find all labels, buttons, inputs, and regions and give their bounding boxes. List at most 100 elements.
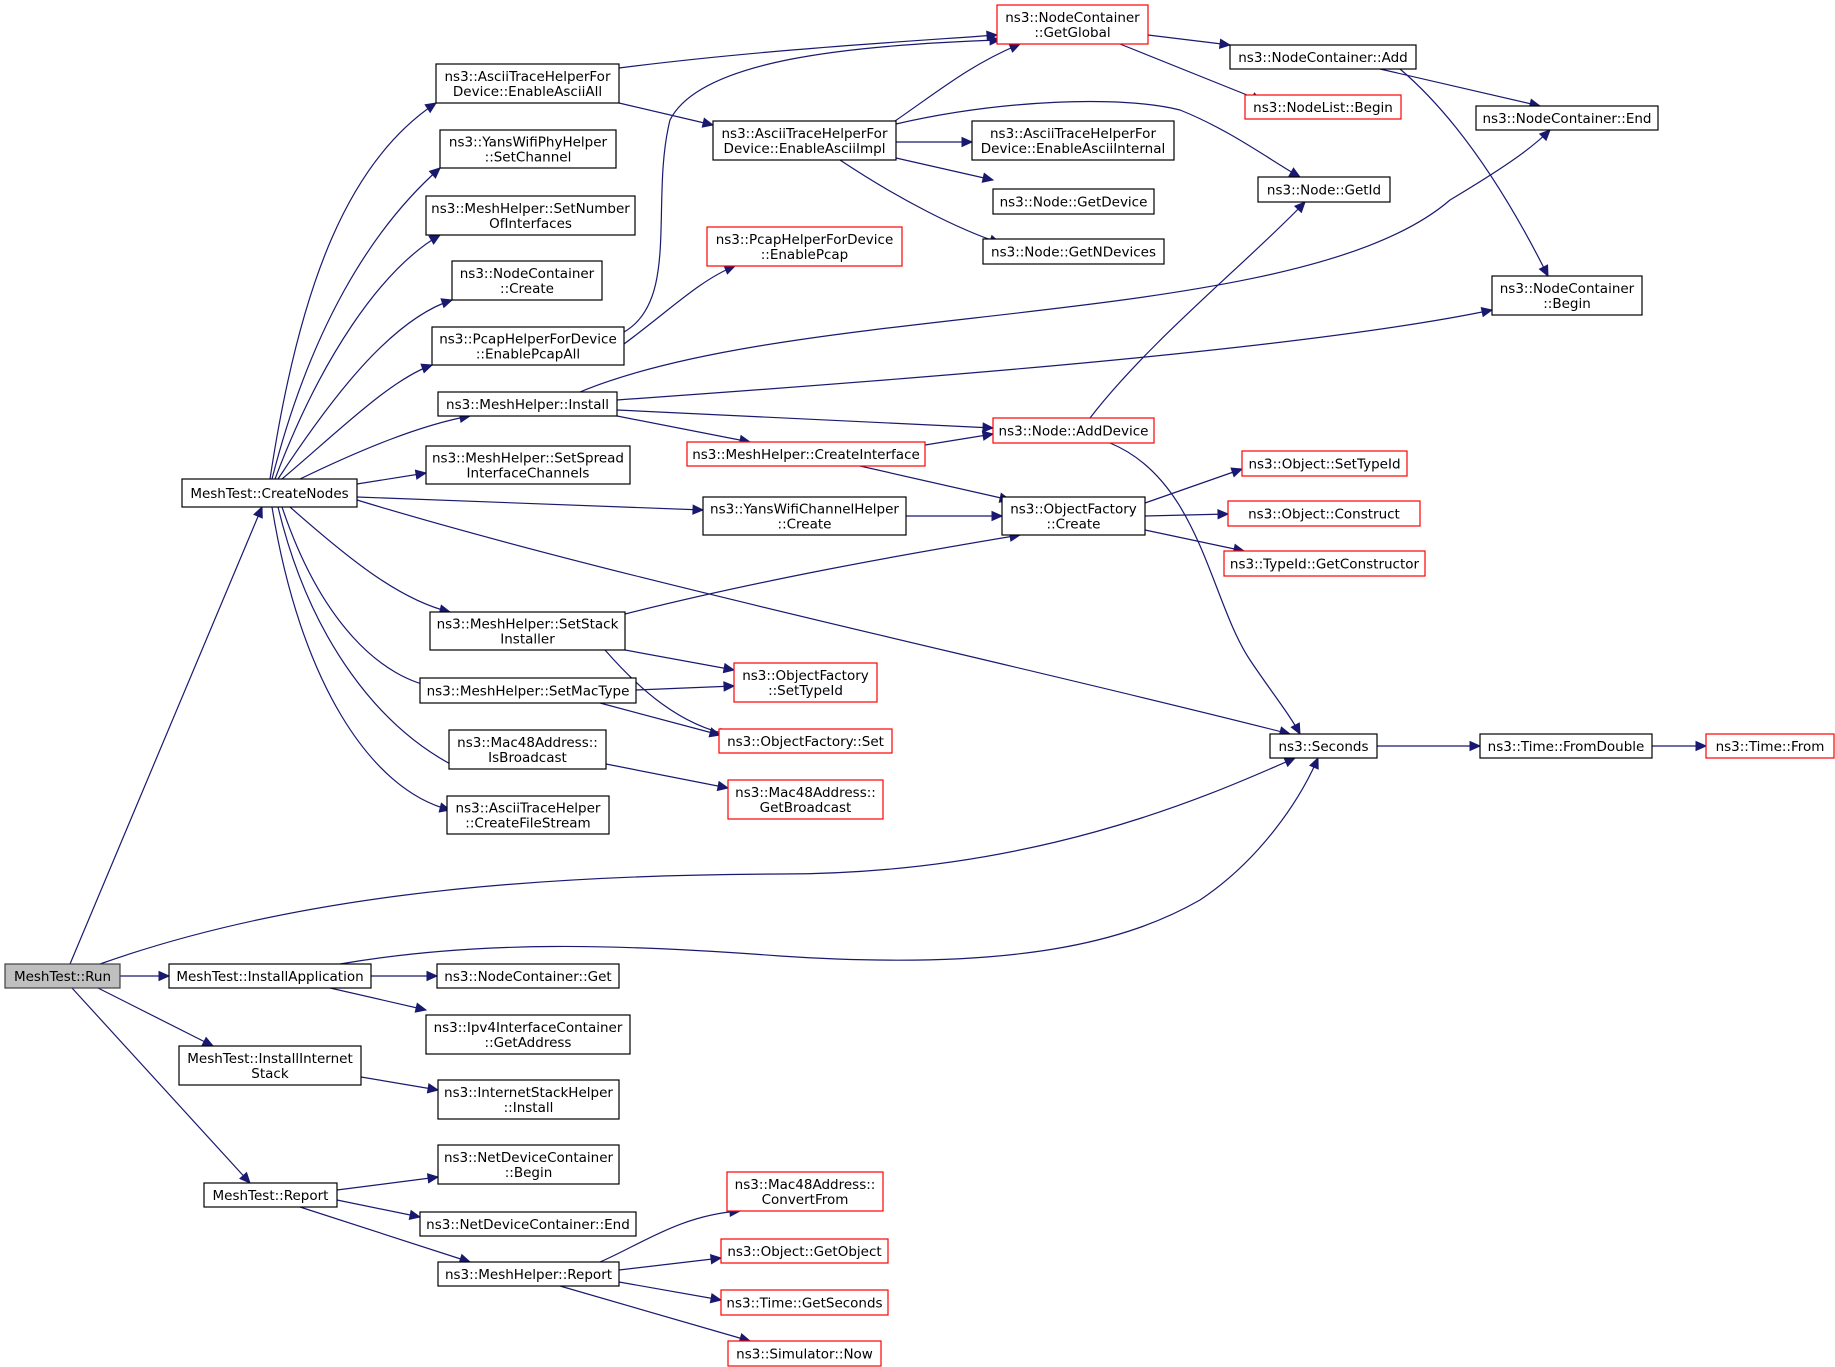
node-box-isBroadcast xyxy=(448,729,607,770)
node-label-getBroadcast: GetBroadcast xyxy=(760,800,852,816)
edge-setStack-to-ofCreate xyxy=(624,534,1021,615)
node-ofSetTypeId[interactable]: ns3::ObjectFactory::SetTypeId xyxy=(733,662,878,703)
arrowhead-createNodes-to-setSpread xyxy=(414,469,428,480)
node-asciiInternal[interactable]: ns3::AsciiTraceHelperForDevice::EnableAs… xyxy=(971,120,1175,161)
node-label-setSpread: ns3::MeshHelper::SetSpread xyxy=(432,451,624,467)
node-label-run: MeshTest::Run xyxy=(14,969,111,985)
node-box-meshReport xyxy=(437,1261,620,1287)
node-box-nodeGetNDevices xyxy=(982,238,1165,265)
node-ndcEnd[interactable]: ns3::NetDeviceContainer::End xyxy=(419,1211,637,1237)
node-objSetTypeId[interactable]: ns3::Object::SetTypeId xyxy=(1241,450,1408,477)
arrowhead-ofCreate-to-objSetTypeId xyxy=(1230,467,1244,478)
node-isBroadcast[interactable]: ns3::Mac48Address::IsBroadcast xyxy=(448,729,607,770)
node-label-getGlobal: ::GetGlobal xyxy=(1034,25,1110,41)
node-reportMT[interactable]: MeshTest::Report xyxy=(203,1182,338,1208)
arrowhead-ncAdd-to-ncBegin xyxy=(1538,264,1549,278)
node-yansPhySetChannel[interactable]: ns3::YansWifiPhyHelper::SetChannel xyxy=(439,129,617,169)
arrowhead-createNodes-to-pcapAll xyxy=(420,363,434,374)
node-getBroadcast[interactable]: ns3::Mac48Address::GetBroadcast xyxy=(727,779,884,820)
edge-createNodes-to-createFileStream xyxy=(271,506,451,811)
node-internetInstall[interactable]: ns3::InternetStackHelper::Install xyxy=(437,1079,620,1120)
node-pcapAll[interactable]: ns3::PcapHelperForDevice::EnablePcapAll xyxy=(431,326,625,366)
arrowhead-createNodes-to-ncCreate xyxy=(440,298,454,309)
edge-createNodes-to-seconds xyxy=(356,499,1291,735)
arrowhead-run-to-seconds xyxy=(1283,757,1297,768)
node-objConstruct[interactable]: ns3::Object::Construct xyxy=(1227,500,1421,527)
node-convertFrom[interactable]: ns3::Mac48Address::ConvertFrom xyxy=(726,1171,884,1212)
node-box-setSpread xyxy=(425,445,631,485)
node-ncBegin[interactable]: ns3::NodeContainer::Begin xyxy=(1491,275,1643,316)
node-box-asciiImpl xyxy=(712,120,897,161)
node-nlBegin[interactable]: ns3::NodeList::Begin xyxy=(1244,94,1402,120)
node-getConstructor[interactable]: ns3::TypeId::GetConstructor xyxy=(1223,550,1426,577)
edge-ncAdd-to-ncEnd xyxy=(1379,68,1541,107)
node-meshInstall[interactable]: ns3::MeshHelper::Install xyxy=(437,391,618,417)
edge-createInterface-to-nodeAddDevice xyxy=(924,433,994,446)
node-box-timeFrom xyxy=(1705,733,1835,759)
node-label-yansChanCreate: ::Create xyxy=(778,517,832,533)
edge-asciiAll-to-asciiImpl xyxy=(618,102,714,126)
node-setMacType[interactable]: ns3::MeshHelper::SetMacType xyxy=(419,677,637,704)
arrowhead-seconds-to-fromDouble xyxy=(1469,740,1482,752)
node-label-pcapAll: ::EnablePcapAll xyxy=(476,347,580,363)
node-label-getSeconds: ns3::Time::GetSeconds xyxy=(726,1296,882,1312)
node-setSpread[interactable]: ns3::MeshHelper::SetSpreadInterfaceChann… xyxy=(425,445,631,485)
arrowhead-pcapAll-to-getGlobal xyxy=(989,35,1002,46)
node-simNow[interactable]: ns3::Simulator::Now xyxy=(727,1340,882,1367)
node-ofSet[interactable]: ns3::ObjectFactory::Set xyxy=(718,728,893,754)
node-label-setNumIf: OfInterfaces xyxy=(489,216,572,232)
node-nodeGetNDevices[interactable]: ns3::Node::GetNDevices xyxy=(982,238,1165,265)
node-label-ndcBegin: ns3::NetDeviceContainer xyxy=(444,1150,614,1166)
node-box-getBroadcast xyxy=(727,779,884,820)
arrowhead-meshReport-to-getObject xyxy=(709,1253,723,1265)
node-nodeGetDevice[interactable]: ns3::Node::GetDevice xyxy=(992,188,1155,215)
arrowhead-createNodes-to-yansChanCreate xyxy=(692,504,705,515)
edge-getGlobal-to-nlBegin xyxy=(1119,43,1263,102)
node-box-asciiInternal xyxy=(971,120,1175,161)
node-asciiImpl[interactable]: ns3::AsciiTraceHelperForDevice::EnableAs… xyxy=(712,120,897,161)
node-ncAdd[interactable]: ns3::NodeContainer::Add xyxy=(1229,44,1417,70)
node-nodeGetId[interactable]: ns3::Node::GetId xyxy=(1257,176,1391,203)
arrowhead-meshInstall-to-nodeAddDevice xyxy=(982,422,995,433)
node-ofCreate[interactable]: ns3::ObjectFactory::Create xyxy=(1001,496,1146,536)
node-box-fromDouble xyxy=(1479,733,1653,759)
node-createFileStream[interactable]: ns3::AsciiTraceHelper::CreateFileStream xyxy=(446,795,610,835)
node-timeFrom[interactable]: ns3::Time::From xyxy=(1705,733,1835,759)
node-label-yansPhySetChannel: ns3::YansWifiPhyHelper xyxy=(449,135,608,151)
node-seconds[interactable]: ns3::Seconds xyxy=(1269,733,1378,759)
node-ipv4GetAddress[interactable]: ns3::Ipv4InterfaceContainer::GetAddress xyxy=(425,1014,631,1055)
node-run[interactable]: MeshTest::Run xyxy=(4,963,121,989)
node-getObject[interactable]: ns3::Object::GetObject xyxy=(720,1238,889,1264)
node-label-objSetTypeId: ns3::Object::SetTypeId xyxy=(1248,457,1400,473)
arrowhead-installApp-to-ipv4GetAddress xyxy=(414,1002,428,1013)
node-installApp[interactable]: MeshTest::InstallApplication xyxy=(168,963,372,989)
node-label-ncCreate: ::Create xyxy=(500,281,554,297)
node-nodeAddDevice[interactable]: ns3::Node::AddDevice xyxy=(992,417,1155,444)
arrowhead-run-to-reportMT xyxy=(239,1171,251,1184)
node-yansChanCreate[interactable]: ns3::YansWifiChannelHelper::Create xyxy=(702,496,907,536)
node-getSeconds[interactable]: ns3::Time::GetSeconds xyxy=(720,1289,889,1316)
node-ncCreate[interactable]: ns3::NodeContainer::Create xyxy=(451,260,603,301)
node-ncGet[interactable]: ns3::NodeContainer::Get xyxy=(436,963,620,989)
edge-createInterface-to-ofCreate xyxy=(859,465,1011,501)
node-ndcBegin[interactable]: ns3::NetDeviceContainer::Begin xyxy=(437,1144,620,1185)
node-getGlobal[interactable]: ns3::NodeContainer::GetGlobal xyxy=(996,4,1149,45)
edge-run-to-createNodes xyxy=(69,506,263,965)
edge-createNodes-to-setStack xyxy=(289,506,451,613)
node-meshReport[interactable]: ns3::MeshHelper::Report xyxy=(437,1261,620,1287)
node-asciiAll[interactable]: ns3::AsciiTraceHelperForDevice::EnableAs… xyxy=(435,63,620,104)
node-box-yansPhySetChannel xyxy=(439,129,617,169)
node-pcap[interactable]: ns3::PcapHelperForDevice::EnablePcap xyxy=(706,226,903,267)
node-createInterface[interactable]: ns3::MeshHelper::CreateInterface xyxy=(686,441,926,467)
node-createNodes[interactable]: MeshTest::CreateNodes xyxy=(181,478,358,508)
arrowhead-pcapAll-to-pcap xyxy=(723,265,737,275)
edge-getGlobal-to-ncAdd xyxy=(1147,34,1231,46)
arrowhead-setMacType-to-ofSetTypeId xyxy=(723,681,736,692)
node-fromDouble[interactable]: ns3::Time::FromDouble xyxy=(1479,733,1653,759)
node-box-setMacType xyxy=(419,677,637,704)
node-ncEnd[interactable]: ns3::NodeContainer::End xyxy=(1475,105,1659,131)
node-label-ofSetTypeId: ns3::ObjectFactory xyxy=(742,668,869,684)
